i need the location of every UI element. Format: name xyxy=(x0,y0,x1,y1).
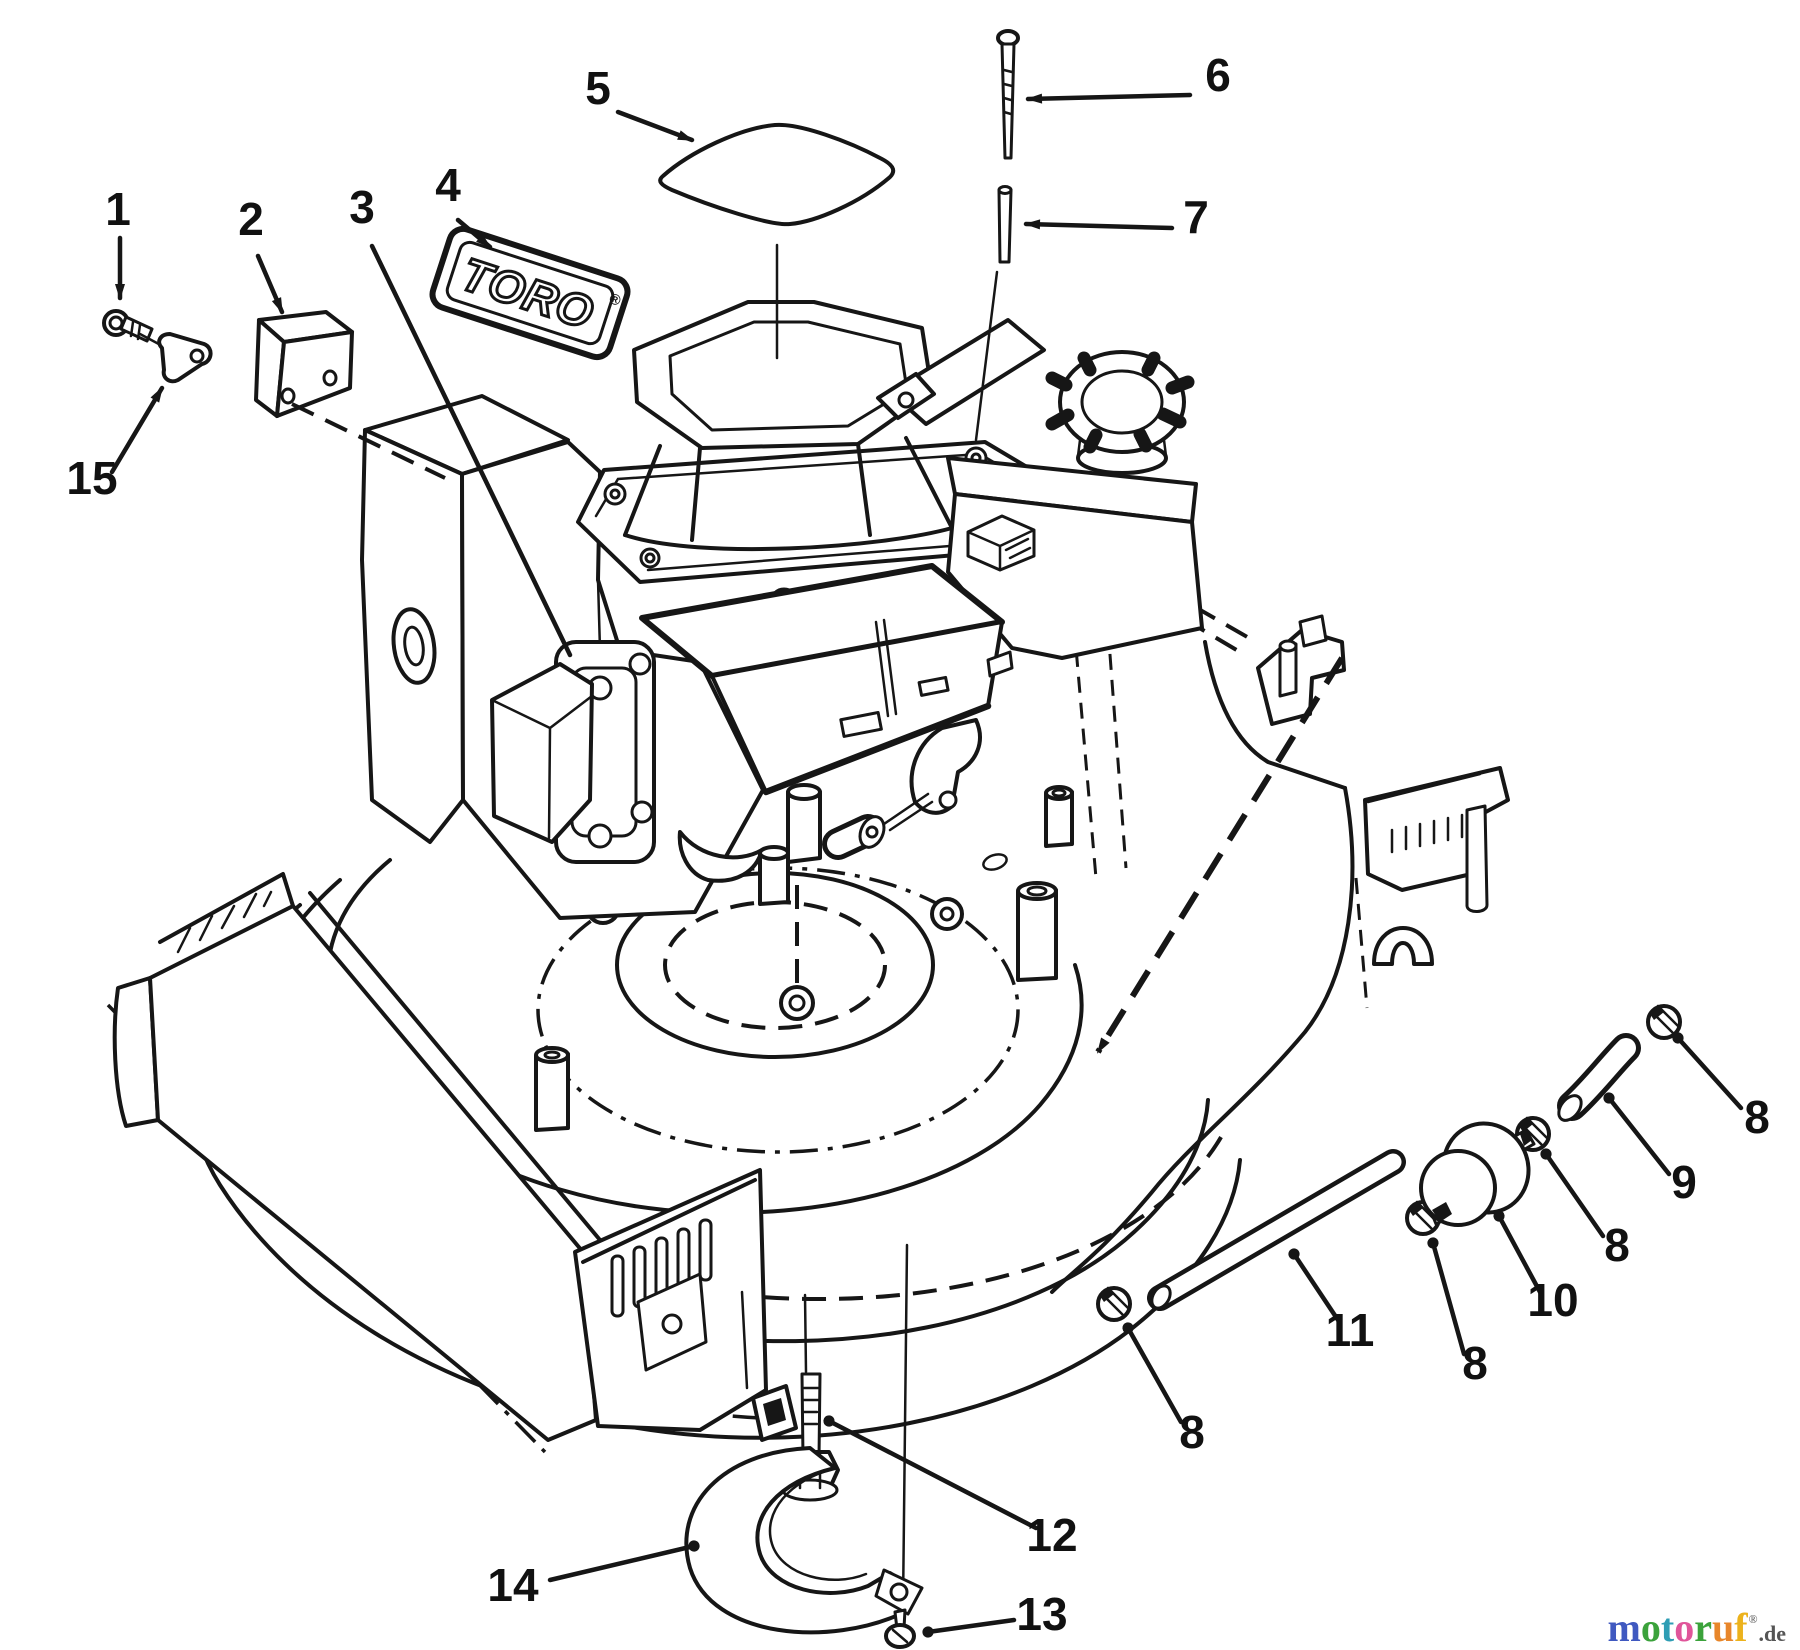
part-bracket-14 xyxy=(684,1243,924,1635)
callout-7: 7 xyxy=(1023,191,1209,243)
logo-letter: o xyxy=(1674,1605,1695,1650)
engine-muffler-plate xyxy=(490,640,656,864)
part-air-cover-5 xyxy=(658,122,896,360)
callout-label-8c: 8 xyxy=(1462,1337,1488,1389)
section-line xyxy=(1095,656,1345,1054)
callout-label-5: 5 xyxy=(585,62,611,114)
part-clip-15 xyxy=(138,332,213,384)
callout-14: 14 xyxy=(487,1540,700,1611)
callout-label-8d: 8 xyxy=(1179,1406,1205,1458)
callout-1: 1 xyxy=(105,183,131,301)
logo-letter: m xyxy=(1607,1605,1641,1650)
part-screw-13 xyxy=(884,1608,916,1649)
part-bolt-12 xyxy=(740,1290,840,1502)
callout-11: 11 xyxy=(1288,1248,1375,1356)
callout-8b: 8 xyxy=(1540,1148,1630,1271)
engine-assembly xyxy=(360,300,1204,1132)
part-clamp-8a xyxy=(1646,1004,1682,1040)
engine-plug-plate xyxy=(876,318,1046,426)
callout-6: 6 xyxy=(1025,49,1231,104)
engine-underside xyxy=(534,618,1074,1132)
callout-2: 2 xyxy=(238,193,285,315)
callout-label-14: 14 xyxy=(487,1559,539,1611)
callout-9: 9 xyxy=(1603,1092,1697,1208)
logo-letter: f xyxy=(1734,1605,1748,1650)
logo-letter: o xyxy=(1640,1605,1661,1650)
callout-label-7: 7 xyxy=(1183,191,1209,243)
logo-trademark: ® xyxy=(1748,1612,1758,1626)
callout-label-11: 11 xyxy=(1326,1304,1375,1356)
deck-front-baffle xyxy=(106,872,602,1454)
logo-tld: .de xyxy=(1758,1621,1787,1646)
deck-rear-skirt xyxy=(573,1168,768,1432)
callout-12: 12 xyxy=(823,1415,1078,1561)
callout-label-10: 10 xyxy=(1527,1274,1578,1326)
callout-label-8a: 8 xyxy=(1744,1091,1770,1143)
toro-brand-mark: ® xyxy=(607,290,623,310)
logo-letter: r xyxy=(1694,1605,1712,1650)
callout-8c: 8 xyxy=(1427,1237,1488,1389)
callout-label-13: 13 xyxy=(1016,1588,1067,1640)
fuel-tank xyxy=(946,456,1204,660)
part-fuel-line-11 xyxy=(1147,1149,1406,1311)
engine-air-horn xyxy=(623,300,954,552)
callout-label-9: 9 xyxy=(1671,1156,1697,1208)
engine-control-box xyxy=(639,563,1014,796)
logo-letter: t xyxy=(1660,1605,1675,1650)
part-bolt-6 xyxy=(996,29,1020,160)
part-nameplate-4: TORO ® xyxy=(429,225,631,361)
callout-10: 10 xyxy=(1493,1210,1579,1326)
part-screw-1 xyxy=(102,309,154,343)
callouts: 1 2 3 4 5 6 7 15 xyxy=(66,49,1769,1640)
callout-4: 4 xyxy=(435,159,493,250)
callout-label-2: 2 xyxy=(238,193,264,245)
callout-label-12: 12 xyxy=(1026,1509,1077,1561)
callout-3: 3 xyxy=(349,181,573,658)
part-filter-10 xyxy=(1419,1121,1536,1227)
part-pin-7 xyxy=(974,185,1013,442)
callout-13: 13 xyxy=(922,1588,1068,1640)
fuel-cap xyxy=(1045,350,1195,475)
callout-label-4: 4 xyxy=(435,159,461,211)
callout-label-1: 1 xyxy=(105,183,131,235)
callout-5: 5 xyxy=(585,62,695,143)
part-bracket-2 xyxy=(254,310,446,480)
callout-label-6: 6 xyxy=(1205,49,1231,101)
part-hose-9 xyxy=(1557,1033,1641,1122)
logo-letter: u xyxy=(1711,1605,1735,1650)
callout-label-15: 15 xyxy=(66,452,117,504)
callout-8d: 8 xyxy=(1122,1322,1205,1458)
deck-rear-bracket xyxy=(1050,586,1510,1294)
callout-label-3: 3 xyxy=(349,181,375,233)
callout-8a: 8 xyxy=(1672,1032,1770,1143)
part-clamp-8d xyxy=(1096,1286,1132,1322)
callout-15: 15 xyxy=(66,385,165,504)
callout-label-8b: 8 xyxy=(1604,1219,1630,1271)
